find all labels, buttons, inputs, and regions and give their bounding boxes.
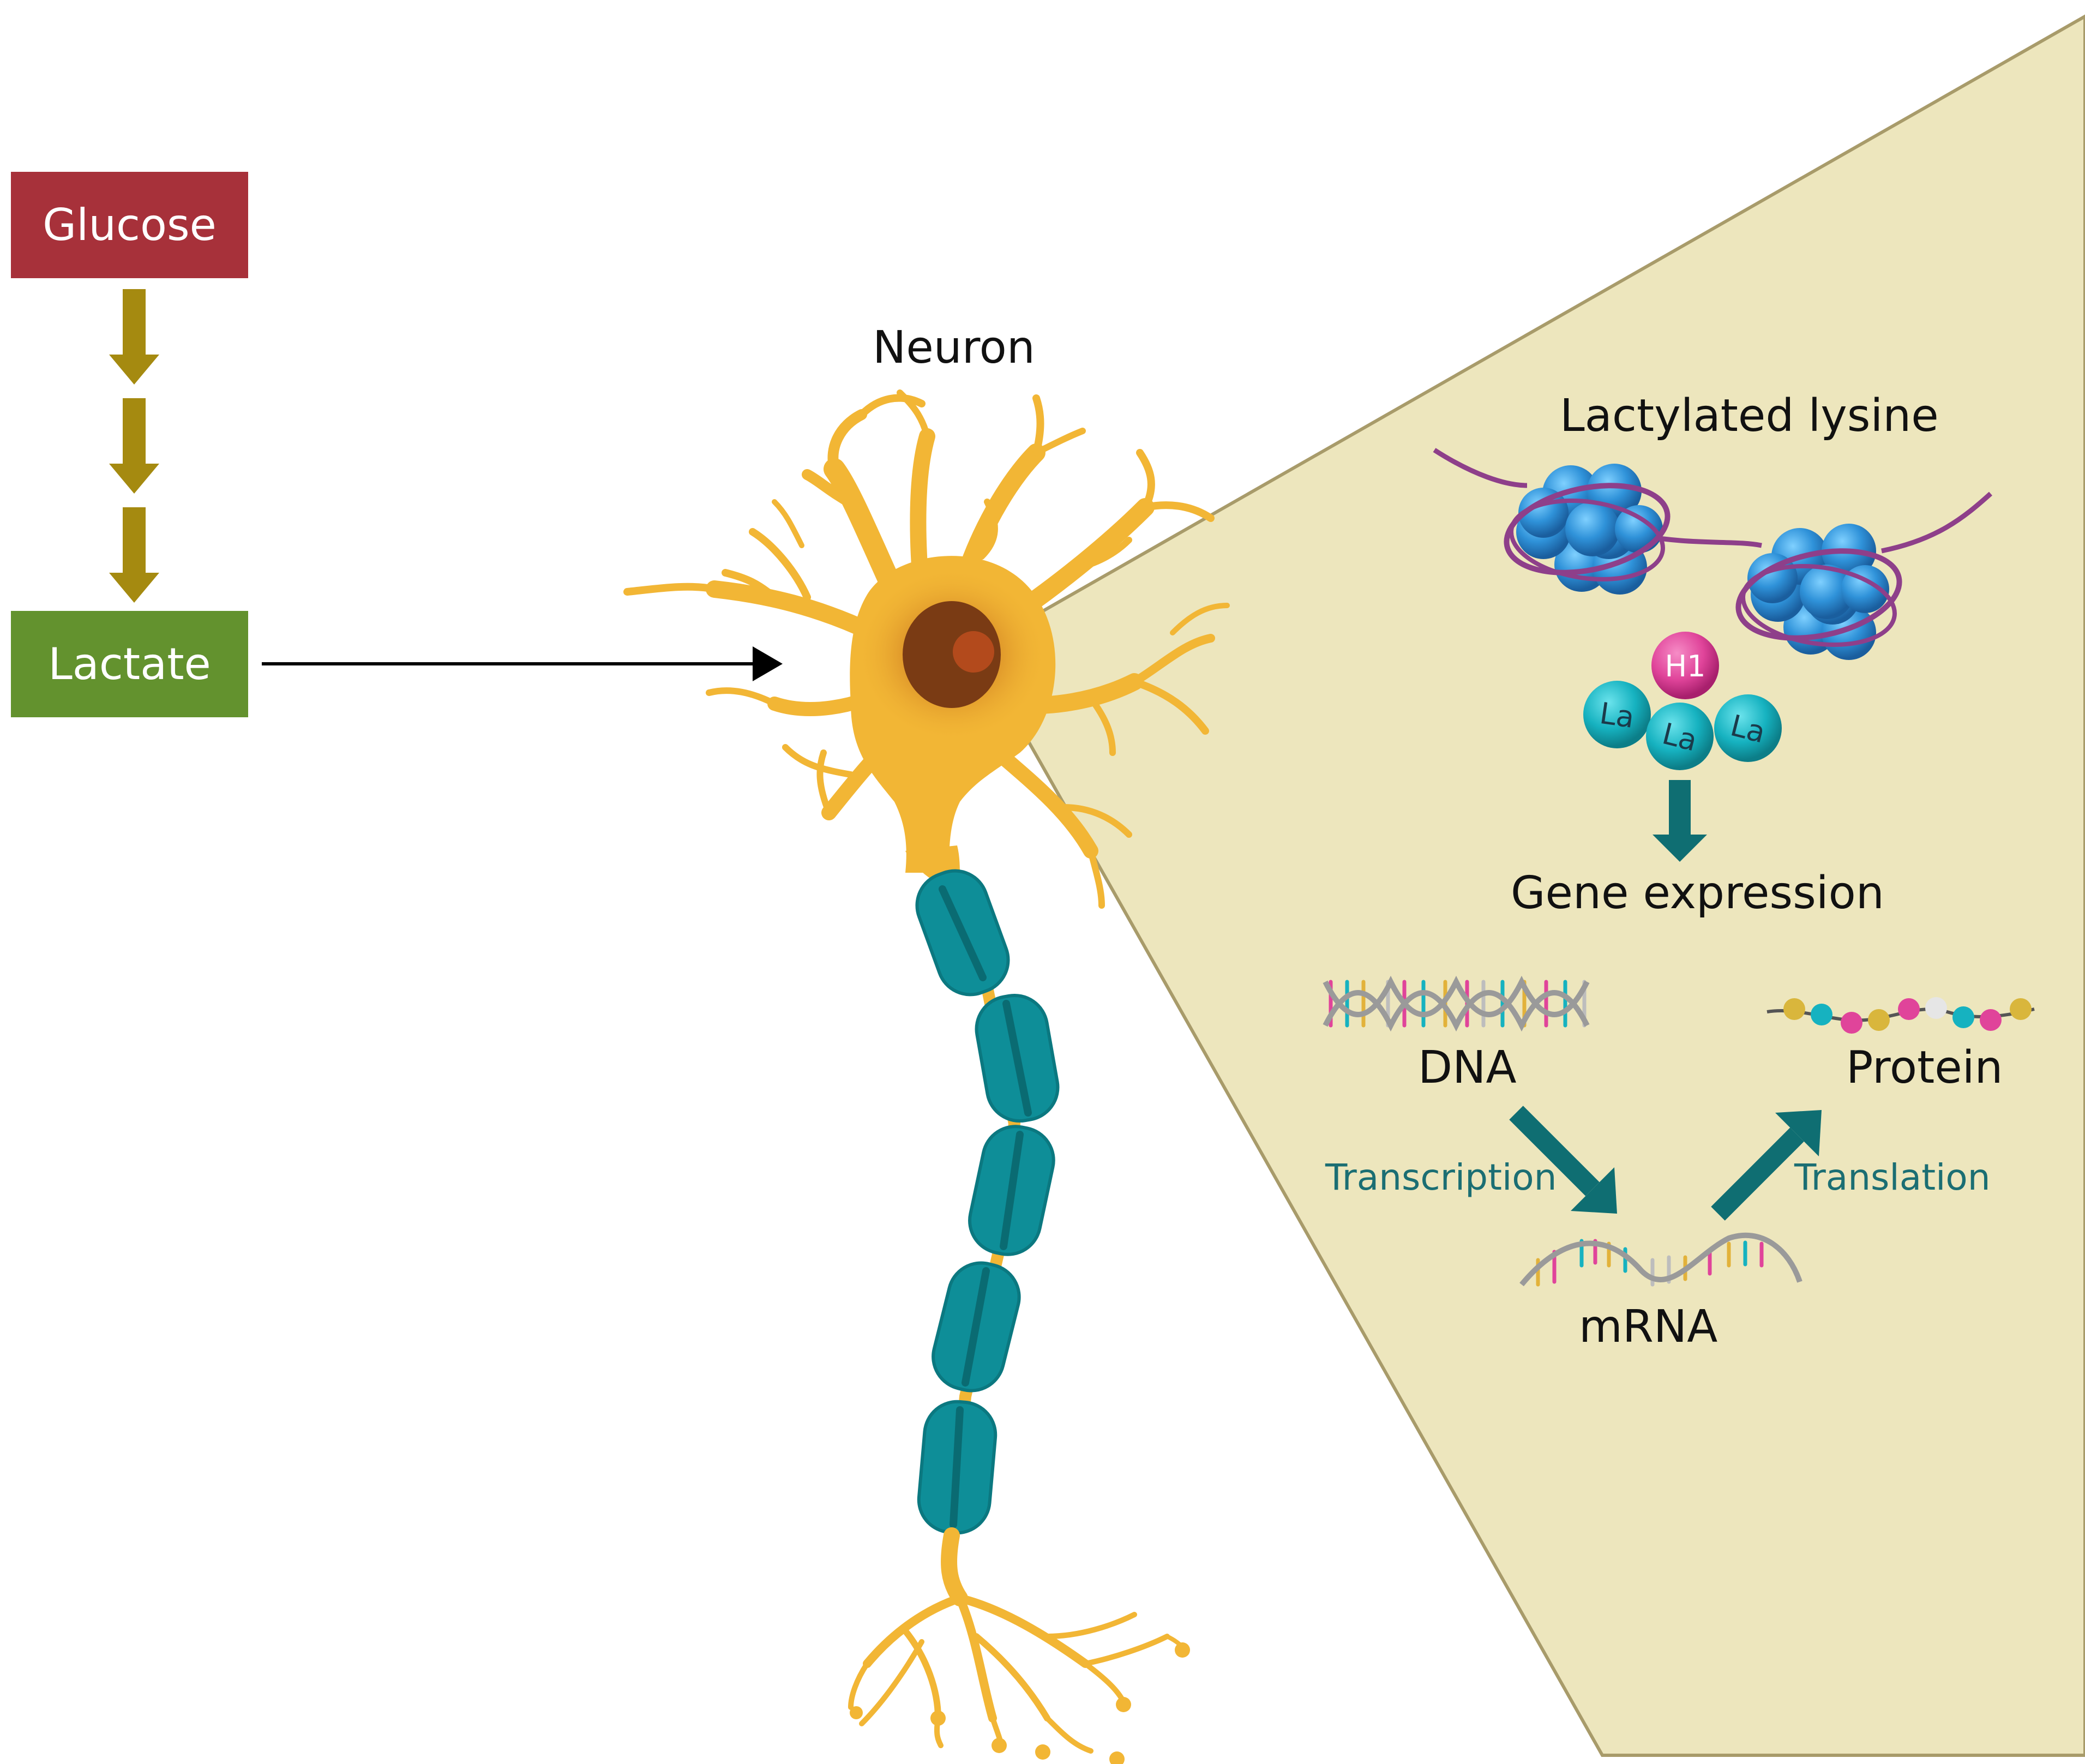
glucose-box: Glucose [11, 172, 248, 278]
protein-label: Protein [1846, 1042, 2003, 1094]
transcription-arrow [1509, 1106, 1617, 1214]
inset-wedge [974, 14, 2085, 1757]
translation-label: Translation [1794, 1156, 1991, 1198]
nucleosome-2 [1735, 524, 1902, 660]
lactate-to-neuron-arrow [262, 646, 783, 681]
terminal-buttons [850, 1642, 1190, 1764]
pathway-arrow-3 [109, 507, 159, 603]
neuron-label: Neuron [873, 322, 1035, 374]
la-ball-3 [1714, 694, 1782, 762]
axon-terminals [848, 1527, 1184, 1754]
nucleolus [953, 631, 994, 673]
protein-chain-icon [1766, 997, 2035, 1034]
la-ball-2 [1646, 703, 1714, 770]
pathway-arrow-2 [109, 398, 159, 494]
lactate-label: Lactate [48, 639, 211, 689]
dna-label: DNA [1418, 1042, 1517, 1094]
mrna-strand-icon [1519, 1232, 1802, 1287]
glucose-to-lactate-arrows [109, 289, 159, 603]
dna-helix-icon [1323, 975, 1590, 1032]
h1-label: H1 [1665, 649, 1706, 683]
lactyl-groups [1583, 632, 1782, 770]
myelin-sheaths [915, 869, 1060, 1535]
myelin-stripes [939, 885, 1032, 1528]
la-ball-1 [1583, 681, 1651, 748]
gene-expression-label: Gene expression [1511, 867, 1884, 919]
inset-title: Lactylated lysine [1560, 390, 1939, 442]
la-label-1: La [1597, 695, 1637, 735]
mrna-label: mRNA [1579, 1301, 1718, 1353]
nucleosome-1 [1504, 464, 1671, 595]
glucose-label: Glucose [43, 200, 217, 250]
transcription-label: Transcription [1325, 1156, 1557, 1198]
h1-ball [1651, 632, 1719, 699]
pathway-arrow-1 [109, 289, 159, 385]
lactate-box: Lactate [11, 611, 248, 717]
nucleus [903, 601, 1001, 708]
translation-arrow [1711, 1110, 1822, 1221]
gene-expression-arrow [1653, 780, 1707, 862]
